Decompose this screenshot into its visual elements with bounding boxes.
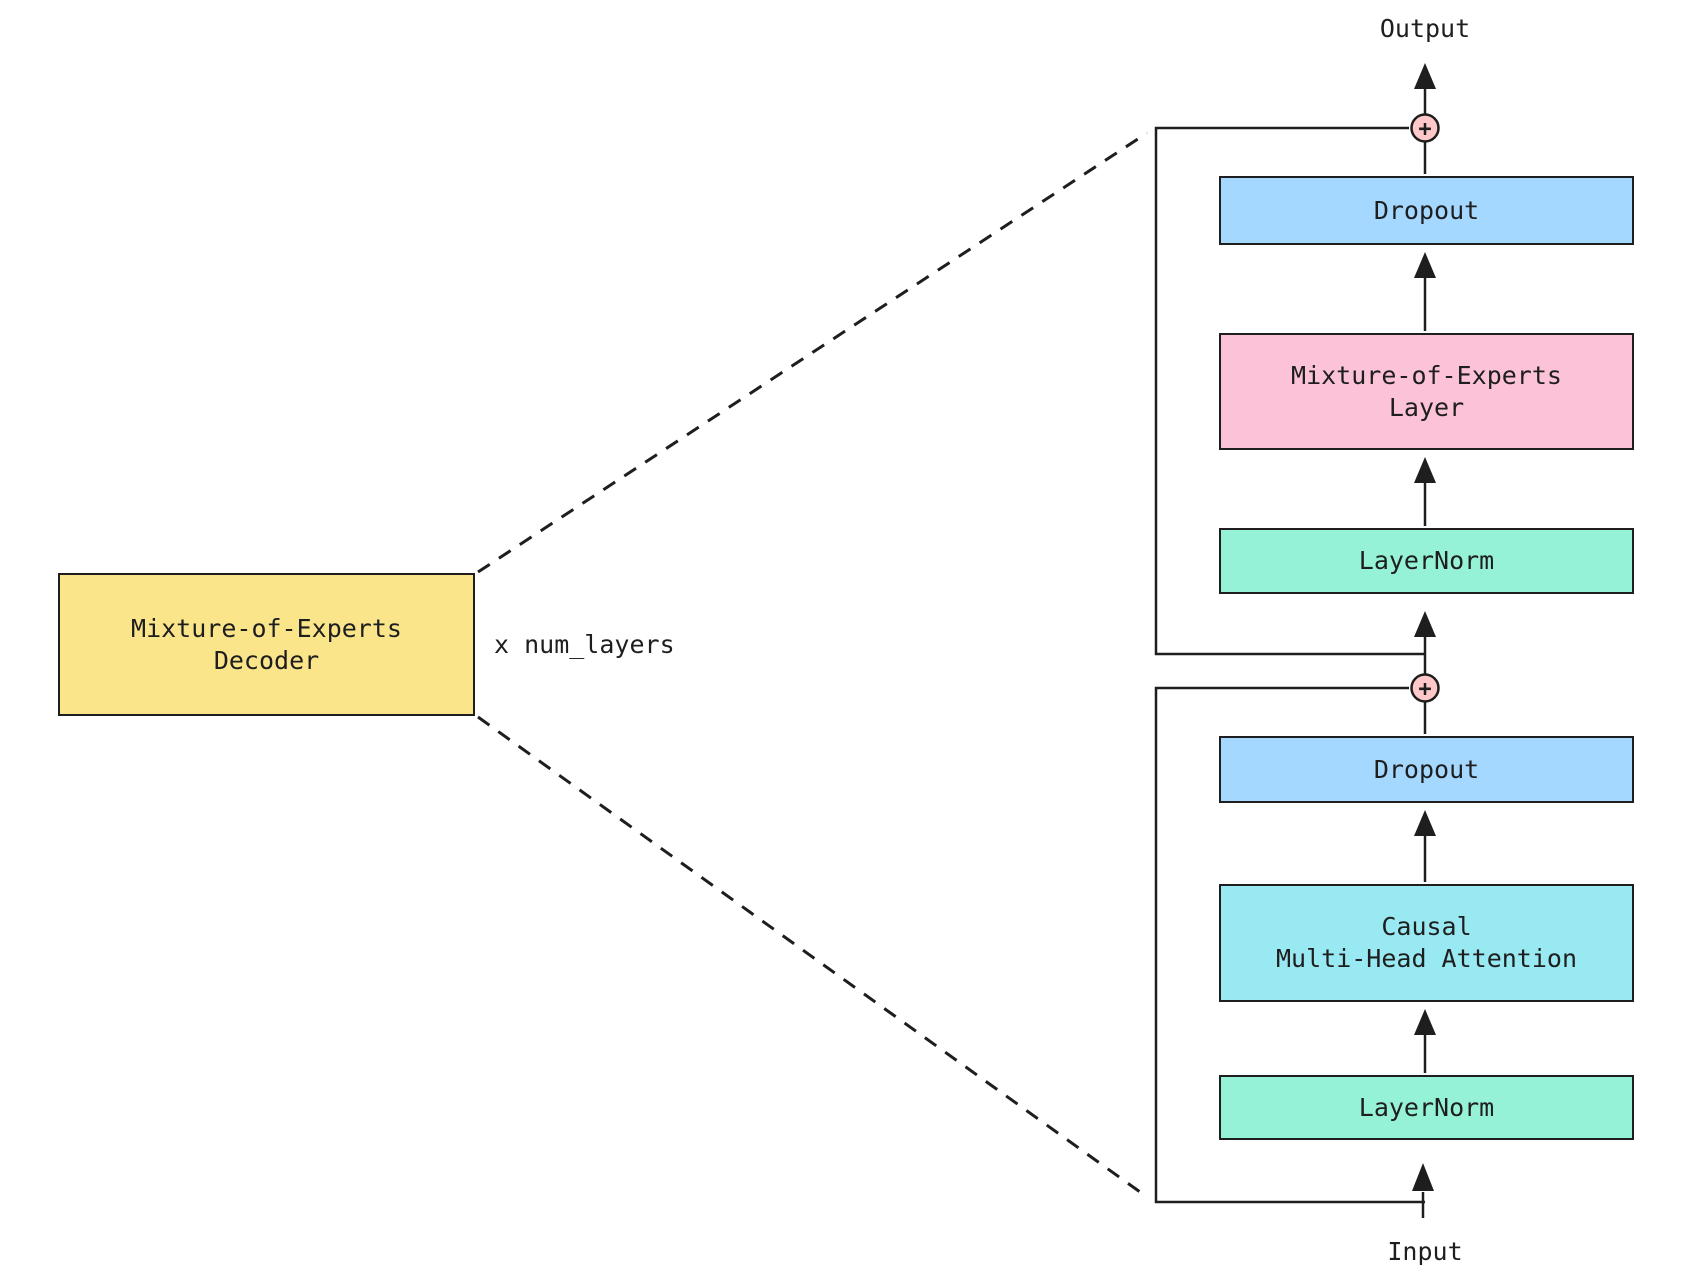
input-arrowhead — [1412, 1163, 1434, 1191]
plus-circle-top — [1410, 113, 1440, 143]
output-label: Output — [1379, 14, 1471, 43]
block-layernorm-top-label: LayerNorm — [1358, 546, 1495, 575]
layernorm-to-mha-arrowhead — [1414, 1009, 1436, 1035]
block-dropout-top-label: Dropout — [1373, 195, 1480, 225]
dashed-connector-top — [477, 131, 1148, 574]
block-moe-layer-label: Mixture-of-Experts Layer — [1291, 360, 1562, 422]
block-layernorm-bottom: LayerNorm — [1219, 1075, 1634, 1140]
mha-to-dropout-arrowhead — [1414, 810, 1436, 836]
decoder-box: Mixture-of-Experts Decoder — [58, 573, 475, 716]
block-layernorm-bottom-label: LayerNorm — [1358, 1092, 1495, 1122]
block-causal-mha-label: Causal Multi-Head Attention — [1275, 912, 1578, 973]
block-dropout-bottom-label: Dropout — [1373, 754, 1480, 784]
block-causal-mha: Causal Multi-Head Attention — [1219, 884, 1634, 1002]
plus-to-layernorm-arrowhead — [1414, 611, 1436, 637]
upper-residual-skip-line — [1154, 126, 1425, 656]
block-dropout-bottom: Dropout — [1219, 736, 1634, 803]
lower-residual-skip-line — [1154, 686, 1425, 1204]
moe-to-dropout-arrowhead — [1414, 252, 1436, 278]
num-layers-label: x num_layers — [494, 630, 675, 659]
output-arrowhead — [1414, 63, 1436, 89]
layernorm-to-moe-arrowhead — [1414, 457, 1436, 483]
input-label: Input — [1387, 1237, 1463, 1266]
plus-icon: + — [1418, 677, 1431, 702]
block-moe-layer: Mixture-of-Experts Layer — [1219, 333, 1634, 450]
plus-circle-bottom — [1410, 673, 1440, 703]
block-dropout-top: Dropout — [1219, 176, 1634, 245]
dashed-connector-bottom — [477, 715, 1148, 1199]
block-layernorm-top: LayerNorm — [1219, 528, 1634, 594]
plus-icon: + — [1418, 117, 1431, 142]
decoder-box-label: Mixture-of-Experts Decoder — [131, 613, 402, 675]
